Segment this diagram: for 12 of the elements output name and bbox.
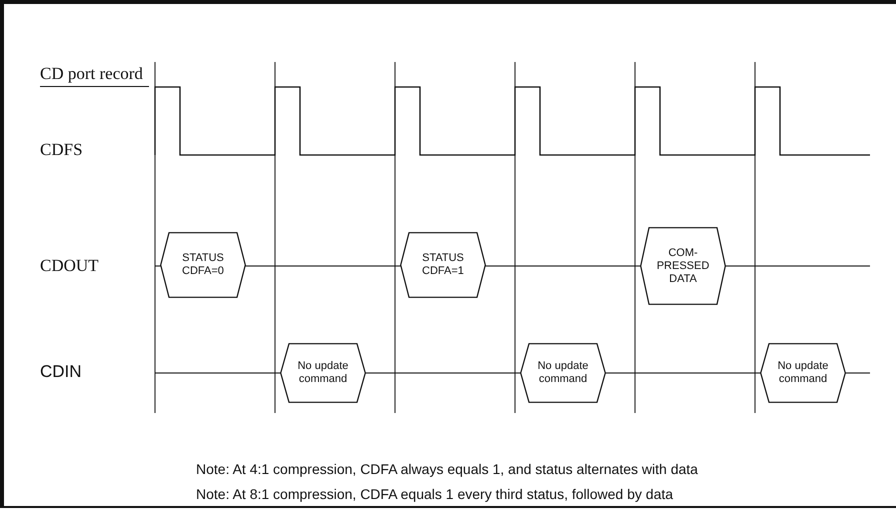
data-hexagon: STATUS CDFA=1 [400, 232, 486, 298]
signal-name: CDIN [40, 362, 82, 382]
data-hexagon: STATUS CDFA=0 [160, 232, 246, 298]
signal-name: CDFS [40, 140, 83, 160]
data-hexagon: No update command [760, 343, 846, 403]
signal-name: CDOUT [40, 256, 99, 276]
note-text: Note: At 8:1 compression, CDFA equals 1 every third status, followed by data [196, 486, 674, 502]
data-hexagon: No update command [280, 343, 366, 403]
note-text: Note: At 4:1 compression, CDFA always equals 1, and status alternates with data [196, 461, 698, 477]
diagram-title: CD port record [40, 64, 149, 87]
data-hexagon: No update command [520, 343, 606, 403]
data-hexagon: COM- PRESSED DATA [640, 227, 726, 305]
